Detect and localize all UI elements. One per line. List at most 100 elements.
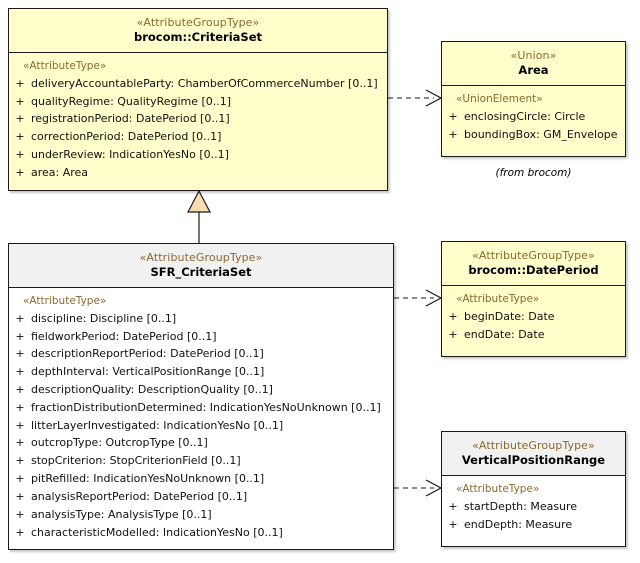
attribute-row[interactable]: + registrationPeriod: DatePeriod [0..1] — [9, 110, 387, 128]
class-stereotype: «Union» — [510, 49, 557, 62]
visibility-marker: + — [15, 148, 25, 162]
visibility-marker: + — [15, 329, 25, 343]
attribute-row[interactable]: + outcropType: OutcropType [0..1] — [9, 434, 393, 452]
visibility-marker: + — [15, 418, 25, 432]
visibility-marker: + — [15, 76, 25, 90]
attribute-text: enclosingCircle: Circle — [464, 109, 586, 123]
attribute-text: correctionPeriod: DatePeriod [0..1] — [31, 130, 222, 144]
class-header: «AttributeGroupType» SFR_CriteriaSet — [9, 244, 393, 288]
attribute-row[interactable]: + enclosingCircle: Circle — [442, 108, 625, 126]
visibility-marker: + — [15, 525, 25, 539]
generalization-sfr-to-criteriaset — [187, 189, 211, 243]
attribute-row[interactable]: + fractionDistributionDetermined: Indica… — [9, 399, 393, 417]
class-header: «AttributeGroupType» VerticalPositionRan… — [442, 432, 625, 476]
attribute-text: analysisType: AnalysisType [0..1] — [31, 507, 212, 521]
attribute-text: deliveryAccountableParty: ChamberOfComme… — [31, 76, 378, 90]
attribute-text: descriptionReportPeriod: DatePeriod [0..… — [31, 347, 264, 361]
attribute-row[interactable]: + analysisReportPeriod: DatePeriod [0..1… — [9, 488, 393, 506]
visibility-marker: + — [448, 499, 458, 513]
attribute-text: registrationPeriod: DatePeriod [0..1] — [31, 112, 230, 126]
attribute-text: boundingBox: GM_Envelope — [464, 127, 618, 141]
class-stereotype: «AttributeGroupType» — [139, 251, 263, 264]
open-arrowhead — [425, 479, 443, 497]
attribute-row[interactable]: + endDate: Date — [442, 326, 625, 344]
attribute-row[interactable]: + discipline: Discipline [0..1] — [9, 310, 393, 328]
attribute-text: characteristicModelled: IndicationYesNo … — [31, 525, 283, 539]
class-name: SFR_CriteriaSet — [150, 265, 252, 280]
visibility-marker: + — [448, 127, 458, 141]
attribute-text: pitRefilled: IndicationYesNoUnknown [0..… — [31, 472, 265, 486]
attribute-text: descriptionQuality: DescriptionQuality [… — [31, 383, 273, 397]
open-arrowhead — [425, 89, 443, 107]
attribute-text: fractionDistributionDetermined: Indicati… — [31, 400, 381, 414]
class-name: brocom::CriteriaSet — [133, 30, 262, 45]
class-box-area[interactable]: «Union» Area «UnionElement» + enclosingC… — [441, 41, 626, 157]
attribute-text: underReview: IndicationYesNo [0..1] — [31, 148, 229, 162]
class-box-brocom-criteriaset[interactable]: «AttributeGroupType» brocom::CriteriaSet… — [8, 8, 388, 191]
class-box-brocom-dateperiod[interactable]: «AttributeGroupType» brocom::DatePeriod … — [441, 241, 626, 357]
attribute-row[interactable]: + analysisType: AnalysisType [0..1] — [9, 506, 393, 524]
class-box-verticalpositionrange[interactable]: «AttributeGroupType» VerticalPositionRan… — [441, 431, 626, 547]
attribute-row[interactable]: + beginDate: Date — [442, 308, 625, 326]
visibility-marker: + — [15, 311, 25, 325]
attribute-text: fieldworkPeriod: DatePeriod [0..1] — [31, 329, 217, 343]
attribute-text: endDepth: Measure — [464, 517, 573, 531]
attribute-row[interactable]: + descriptionQuality: DescriptionQuality… — [9, 381, 393, 399]
attribute-row[interactable]: + pitRefilled: IndicationYesNoUnknown [0… — [9, 470, 393, 488]
compartment-stereotype: «AttributeType» — [456, 482, 540, 495]
attribute-row[interactable]: + underReview: IndicationYesNo [0..1] — [9, 146, 387, 164]
attribute-row[interactable]: + qualityRegime: QualityRegime [0..1] — [9, 93, 387, 111]
attribute-text: area: Area — [31, 165, 89, 179]
attribute-row[interactable]: + correctionPeriod: DatePeriod [0..1] — [9, 128, 387, 146]
attribute-row[interactable]: + stopCriterion: StopCriterionField [0..… — [9, 452, 393, 470]
visibility-marker: + — [15, 489, 25, 503]
attribute-text: depthInterval: VerticalPositionRange [0.… — [31, 365, 265, 379]
attribute-text: analysisReportPeriod: DatePeriod [0..1] — [31, 489, 248, 503]
visibility-marker: + — [15, 130, 25, 144]
class-header: «Union» Area — [442, 42, 625, 86]
compartment-stereotype: «UnionElement» — [456, 92, 543, 105]
visibility-marker: + — [448, 309, 458, 323]
attribute-row[interactable]: + deliveryAccountableParty: ChamberOfCom… — [9, 75, 387, 93]
attribute-row[interactable]: + depthInterval: VerticalPositionRange [… — [9, 363, 393, 381]
visibility-marker: + — [15, 112, 25, 126]
attribute-text: litterLayerInvestigated: IndicationYesNo… — [31, 418, 284, 432]
class-header: «AttributeGroupType» brocom::DatePeriod — [442, 242, 625, 286]
generalization-triangle — [187, 189, 211, 213]
attribute-text: outcropType: OutcropType [0..1] — [31, 436, 208, 450]
attribute-row[interactable]: + characteristicModelled: IndicationYesN… — [9, 524, 393, 542]
attribute-row[interactable]: + fieldworkPeriod: DatePeriod [0..1] — [9, 328, 393, 346]
attribute-text: endDate: Date — [464, 327, 545, 341]
class-name: brocom::DatePeriod — [468, 263, 599, 278]
attribute-row[interactable]: + descriptionReportPeriod: DatePeriod [0… — [9, 345, 393, 363]
visibility-marker: + — [15, 383, 25, 397]
visibility-marker: + — [448, 517, 458, 531]
visibility-marker: + — [15, 507, 25, 521]
class-stereotype: «AttributeGroupType» — [472, 439, 595, 452]
visibility-marker: + — [15, 454, 25, 468]
class-attributes-compartment: «AttributeType» + deliveryAccountablePar… — [9, 52, 387, 190]
attribute-row[interactable]: + boundingBox: GM_Envelope — [442, 126, 625, 144]
open-arrowhead — [425, 289, 443, 307]
attribute-text: stopCriterion: StopCriterionField [0..1] — [31, 454, 241, 468]
visibility-marker: + — [15, 94, 25, 108]
visibility-marker: + — [448, 327, 458, 341]
class-name: VerticalPositionRange — [461, 453, 606, 468]
dependency-criteriaset-to-area — [388, 89, 443, 107]
attribute-row[interactable]: + endDepth: Measure — [442, 516, 625, 534]
attribute-row[interactable]: + startDepth: Measure — [442, 498, 625, 516]
attribute-text: beginDate: Date — [464, 309, 555, 323]
class-box-sfr-criteriaset[interactable]: «AttributeGroupType» SFR_CriteriaSet «At… — [8, 243, 394, 550]
class-name: Area — [518, 63, 549, 78]
attribute-text: discipline: Discipline [0..1] — [31, 311, 177, 325]
visibility-marker: + — [448, 109, 458, 123]
visibility-marker: + — [15, 365, 25, 379]
visibility-marker: + — [15, 436, 25, 450]
dependency-sfr-to-dateperiod — [394, 289, 443, 307]
compartment-stereotype: «AttributeType» — [456, 292, 540, 305]
attribute-row[interactable]: + litterLayerInvestigated: IndicationYes… — [9, 417, 393, 435]
attribute-row[interactable]: + area: Area — [9, 164, 387, 182]
class-stereotype: «AttributeGroupType» — [136, 16, 260, 29]
class-attributes-compartment: «UnionElement» + enclosingCircle: Circle… — [442, 85, 625, 152]
